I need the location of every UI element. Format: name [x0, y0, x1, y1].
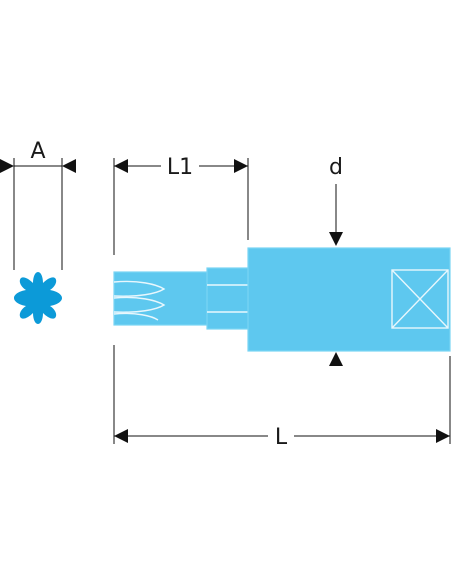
- bit-socket-side-view: [113, 247, 451, 352]
- square-drive-recess: [391, 269, 449, 329]
- square-drive-diagonal-2: [391, 269, 449, 329]
- label-l-gap: [268, 422, 294, 450]
- bit-flute-2: [113, 296, 166, 313]
- dimension-l1: L1: [113, 150, 249, 255]
- arrow-l1-left: [114, 159, 128, 173]
- torx-star-icon: [14, 272, 62, 324]
- label-d: d: [329, 155, 343, 180]
- bit-collar: [206, 267, 250, 330]
- square-drive-icon: [391, 269, 449, 329]
- dimension-l: L: [113, 345, 451, 450]
- arrow-l-right: [436, 429, 450, 443]
- bit-blade: [113, 271, 211, 326]
- arrow-a-right: [62, 159, 76, 173]
- label-l1: L1: [167, 155, 193, 180]
- dimension-a: A: [0, 139, 76, 270]
- arrow-a-left: [0, 159, 14, 173]
- label-a: A: [30, 139, 45, 164]
- arrow-l1-right: [234, 159, 248, 173]
- dimension-d: d: [329, 155, 343, 366]
- arrow-d-top: [329, 232, 343, 246]
- bit-flute-3: [113, 312, 159, 321]
- label-l: L: [275, 425, 288, 450]
- torx-profile-shape: [14, 272, 62, 324]
- bit-flute-1: [113, 280, 166, 297]
- arrow-l-left: [114, 429, 128, 443]
- arrow-d-bottom: [329, 352, 343, 366]
- label-l1-gap: [161, 150, 199, 178]
- socket-body: [247, 247, 451, 352]
